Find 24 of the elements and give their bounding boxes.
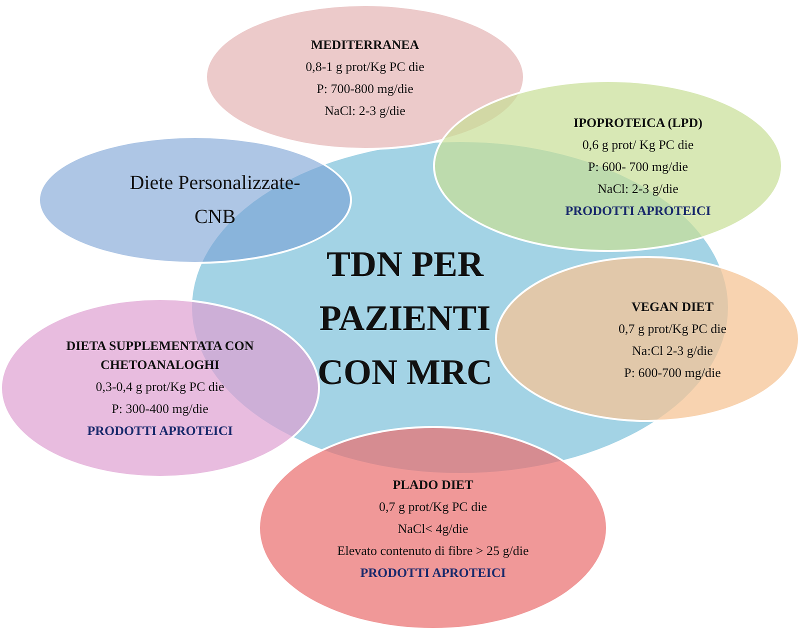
diet-detail: P: 700-800 mg/die: [316, 80, 414, 98]
diet-detail: Na:Cl 2-3 g/die: [632, 342, 713, 360]
products-note: PRODOTTI APROTEICI: [360, 564, 506, 582]
diet-detail: 0,8-1 g prot/Kg PC die: [306, 58, 424, 76]
diet-detail: 0,3-0,4 g prot/Kg PC die: [96, 378, 224, 396]
diet-title: DIETA SUPPLEMENTATA CON CHETOANALOGHI: [65, 337, 255, 374]
diet-title: Diete Personalizzate- CNB: [128, 171, 302, 230]
diet-detail: P: 300-400 mg/die: [112, 400, 208, 418]
products-note: PRODOTTI APROTEICI: [87, 422, 233, 440]
topic-title: TDN PER PAZIENTI CON MRC: [316, 242, 494, 394]
diet-title: VEGAN DIET: [632, 298, 714, 316]
diet-title: IPOPROTEICA (LPD): [574, 114, 702, 132]
diet-title: PLADO DIET: [392, 476, 474, 494]
diet-title: MEDITERRANEA: [310, 36, 420, 54]
diet-detail: NaCl: 2-3 g/die: [324, 102, 406, 120]
diet-detail: P: 600-700 mg/die: [624, 364, 721, 382]
diet-detail: Elevato contenuto di fibre > 25 g/die: [337, 542, 529, 560]
diet-detail: 0,7 g prot/Kg PC die: [618, 320, 726, 338]
products-note: PRODOTTI APROTEICI: [565, 202, 711, 220]
diet-detail: 0,7 g prot/Kg PC die: [379, 498, 487, 516]
diet-detail: NaCl< 4g/die: [398, 520, 468, 538]
diet-detail: NaCl: 2-3 g/die: [598, 180, 678, 198]
diet-detail: P: 600- 700 mg/die: [588, 158, 688, 176]
diet-detail: 0,6 g prot/ Kg PC die: [582, 136, 694, 154]
